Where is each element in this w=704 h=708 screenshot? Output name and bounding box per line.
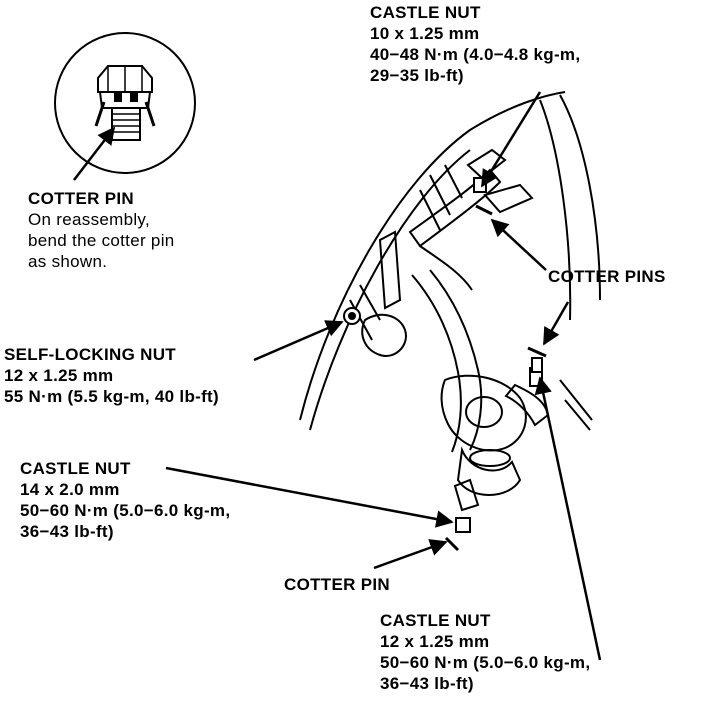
leader-castle-middle: [165, 466, 454, 528]
castle-nut-middle-icon: [455, 517, 471, 533]
callout-self-locking-nut: SELF-LOCKING NUT 12 x 1.25 mm 55 N·m (5.…: [4, 344, 219, 407]
callout-line: bend the cotter pin: [28, 231, 175, 250]
detail-inset: [54, 32, 196, 174]
leader-cotter-pins-1: [490, 218, 547, 271]
callout-line: as shown.: [28, 252, 108, 271]
callout-title: COTTER PIN: [284, 575, 390, 594]
callout-line: 55 N·m (5.5 kg-m, 40 lb-ft): [4, 387, 219, 406]
callout-line: 14 x 2.0 mm: [20, 480, 120, 499]
callout-title: CASTLE NUT: [370, 3, 481, 22]
callout-line: 50−60 N·m (5.0−6.0 kg-m,: [380, 653, 591, 672]
leader-self-locking: [253, 320, 344, 362]
suspension-assembly: [299, 91, 601, 512]
callout-cotter-pin-lower: COTTER PIN: [284, 574, 390, 595]
callout-line: 36−43 lb-ft): [20, 522, 114, 541]
callout-line: 50−60 N·m (5.0−6.0 kg-m,: [20, 501, 231, 520]
callout-title: COTTER PIN: [28, 189, 134, 208]
leader-lines: [165, 91, 602, 661]
leader-castle-upper: [480, 91, 542, 188]
callout-line: On reassembly,: [28, 210, 150, 229]
callout-line: 40−48 N·m (4.0−4.8 kg-m,: [370, 45, 581, 64]
leader-cotter-detail: [73, 126, 116, 181]
callout-castle-nut-upper: CASTLE NUT 10 x 1.25 mm 40−48 N·m (4.0−4…: [370, 2, 580, 86]
callout-line: 29−35 lb-ft): [370, 66, 464, 85]
callout-line: 10 x 1.25 mm: [370, 24, 480, 43]
fasteners: [343, 177, 543, 533]
callout-cotter-pins: COTTER PINS: [548, 266, 666, 287]
callout-title: CASTLE NUT: [380, 611, 491, 630]
callout-title: SELF-LOCKING NUT: [4, 345, 176, 364]
cotter-pin-shapes: [444, 204, 547, 552]
callout-line: 36−43 lb-ft): [380, 674, 474, 693]
callout-castle-nut-lower: CASTLE NUT 12 x 1.25 mm 50−60 N·m (5.0−6…: [380, 610, 590, 694]
callout-title: COTTER PINS: [548, 267, 666, 286]
leader-cotter-pins-2: [542, 301, 570, 346]
callout-castle-nut-middle: CASTLE NUT 14 x 2.0 mm 50−60 N·m (5.0−6.…: [20, 458, 230, 542]
leader-cotter-lower: [373, 539, 448, 570]
callout-cotter-pin-detail: COTTER PIN On reassembly, bend the cotte…: [28, 188, 175, 272]
callout-title: CASTLE NUT: [20, 459, 131, 478]
leader-castle-lower: [534, 376, 602, 661]
castle-nut-lower-icon: [531, 357, 543, 373]
callout-line: 12 x 1.25 mm: [380, 632, 490, 651]
callout-line: 12 x 1.25 mm: [4, 366, 114, 385]
